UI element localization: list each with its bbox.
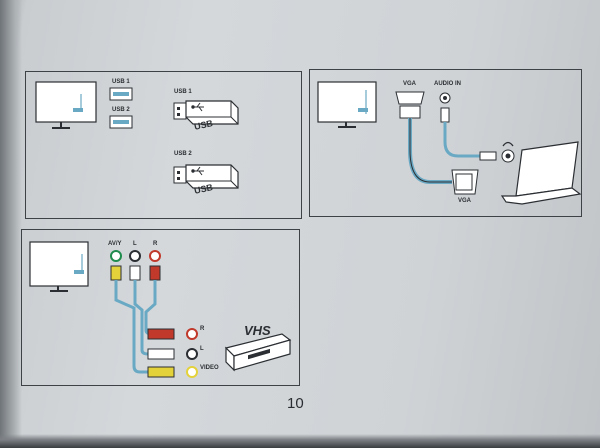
usb1-device-label: USB 1 [174,89,192,95]
headphone-jack-icon [479,141,515,163]
vga-cable-label: VGA [458,198,472,204]
l-input-label: L [133,241,137,247]
vga-port-icon [395,91,425,119]
usb1-port-label: USB 1 [112,79,130,85]
vhs-player-icon [224,333,292,372]
av-output-jacks [186,328,198,378]
vga-diagram [317,81,582,205]
vga-connector-icon [451,169,479,195]
video-output-label: VIDEO [200,365,219,371]
usb2-device-label: USB 2 [174,151,192,157]
page-shadow-left [0,0,22,448]
tv-icon [35,81,97,129]
av-diagram [29,241,292,378]
r-input-label: R [153,241,158,247]
page-shadow-bottom [0,434,600,448]
avy-label: AV/Y [108,241,122,247]
usb2-port-icon [109,115,133,129]
laptop-icon [500,141,582,205]
usb-diagram [35,81,239,189]
tv-icon [317,81,377,128]
usb-connection-panel: USB 1 USB 2 USB 1 USB 2 USB USB [25,71,302,219]
vhs-label: VHS [244,323,271,338]
av-connection-panel: AV/Y L R R L VIDEO VHS [21,229,300,386]
r-output-label: R [200,326,205,332]
audio-in-port-label: AUDIO IN [434,81,461,87]
audio-in-port-icon [439,92,451,123]
page-number: 10 [287,395,304,412]
av-bottom-plugs [147,328,175,378]
l-output-label: L [200,346,204,352]
vga-port-label: VGA [403,81,417,87]
usb2-port-label: USB 2 [112,107,130,113]
av-input-jacks [110,250,161,262]
vga-connection-panel: VGA AUDIO IN VGA [309,69,582,217]
tv-icon [29,241,89,292]
av-top-plugs [110,265,161,281]
usb1-port-icon [109,87,133,101]
